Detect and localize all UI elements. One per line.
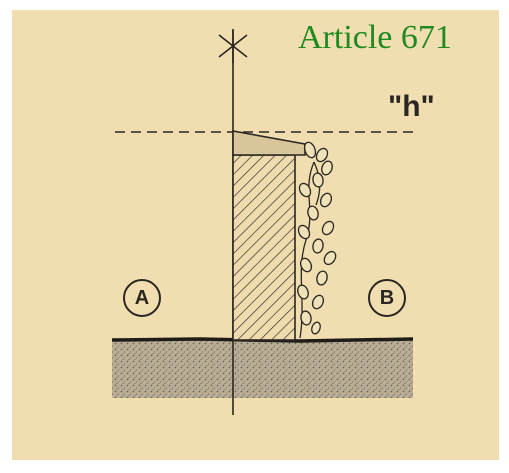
property-b-label: B bbox=[379, 287, 395, 309]
ground-soil bbox=[112, 340, 413, 398]
height-label: "h" bbox=[388, 90, 435, 123]
wall-body bbox=[232, 154, 296, 341]
property-b-circle bbox=[368, 279, 406, 317]
wall-coping bbox=[232, 130, 306, 156]
star-icon bbox=[218, 29, 248, 63]
property-a-circle bbox=[123, 279, 161, 317]
climbing-plant bbox=[297, 141, 337, 339]
property-a-label: A bbox=[134, 287, 150, 309]
article-title: Article 671 bbox=[298, 19, 452, 56]
